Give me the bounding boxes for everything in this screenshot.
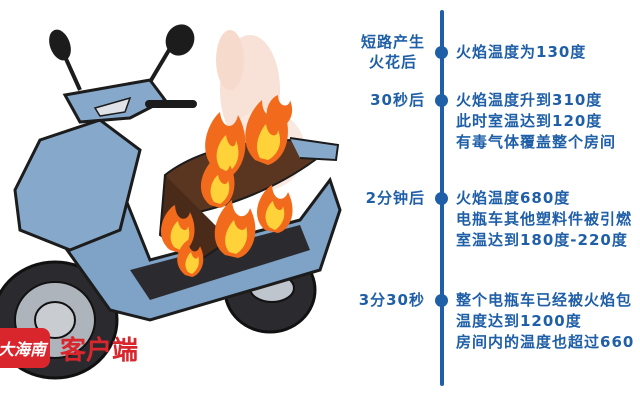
timeline-description: 火焰温度为130度: [456, 42, 586, 63]
timeline-time: 3分30秒: [358, 291, 425, 309]
timeline-description: 火焰温度升到310度 此时室温达到120度 有毒气体覆盖整个房间: [456, 90, 616, 153]
description-line: 此时室温达到120度: [456, 112, 603, 130]
description-line: 房间内的温度也超过660: [456, 333, 635, 351]
timeline-dot: [435, 46, 448, 59]
description-line: 火焰温度升到310度: [456, 91, 603, 109]
description-line: 整个电瓶车已经被火焰包: [456, 291, 633, 309]
description-line: 温度达到1200度: [456, 312, 582, 330]
timeline-time: 短路产生 火花后: [360, 33, 425, 71]
brand-client-label: 客户端: [60, 335, 139, 366]
timeline-dot: [435, 294, 448, 307]
timeline-time: 30秒后: [370, 91, 425, 109]
timeline-time: 2分钟后: [365, 189, 425, 207]
burning-scooter-illustration: [0, 24, 342, 380]
description-line: 电瓶车其他塑料件被引燃: [456, 210, 633, 228]
description-line: 火焰温度为130度: [456, 43, 587, 61]
timeline-dot: [435, 94, 448, 107]
timeline-dot: [435, 192, 448, 205]
timeline-description: 整个电瓶车已经被火焰包 温度达到1200度 房间内的温度也超过660: [456, 290, 634, 353]
description-line: 火焰温度680度: [456, 189, 571, 207]
timeline-description: 火焰温度680度 电瓶车其他塑料件被引燃 室温达到180度-220度: [456, 188, 632, 251]
brand-logo-badge: 大海南: [0, 328, 50, 368]
description-line: 室温达到180度-220度: [456, 231, 628, 249]
flames: [161, 95, 293, 277]
description-line: 有毒气体覆盖整个房间: [456, 133, 617, 151]
brand-watermark: 大海南 客户端: [0, 328, 138, 368]
